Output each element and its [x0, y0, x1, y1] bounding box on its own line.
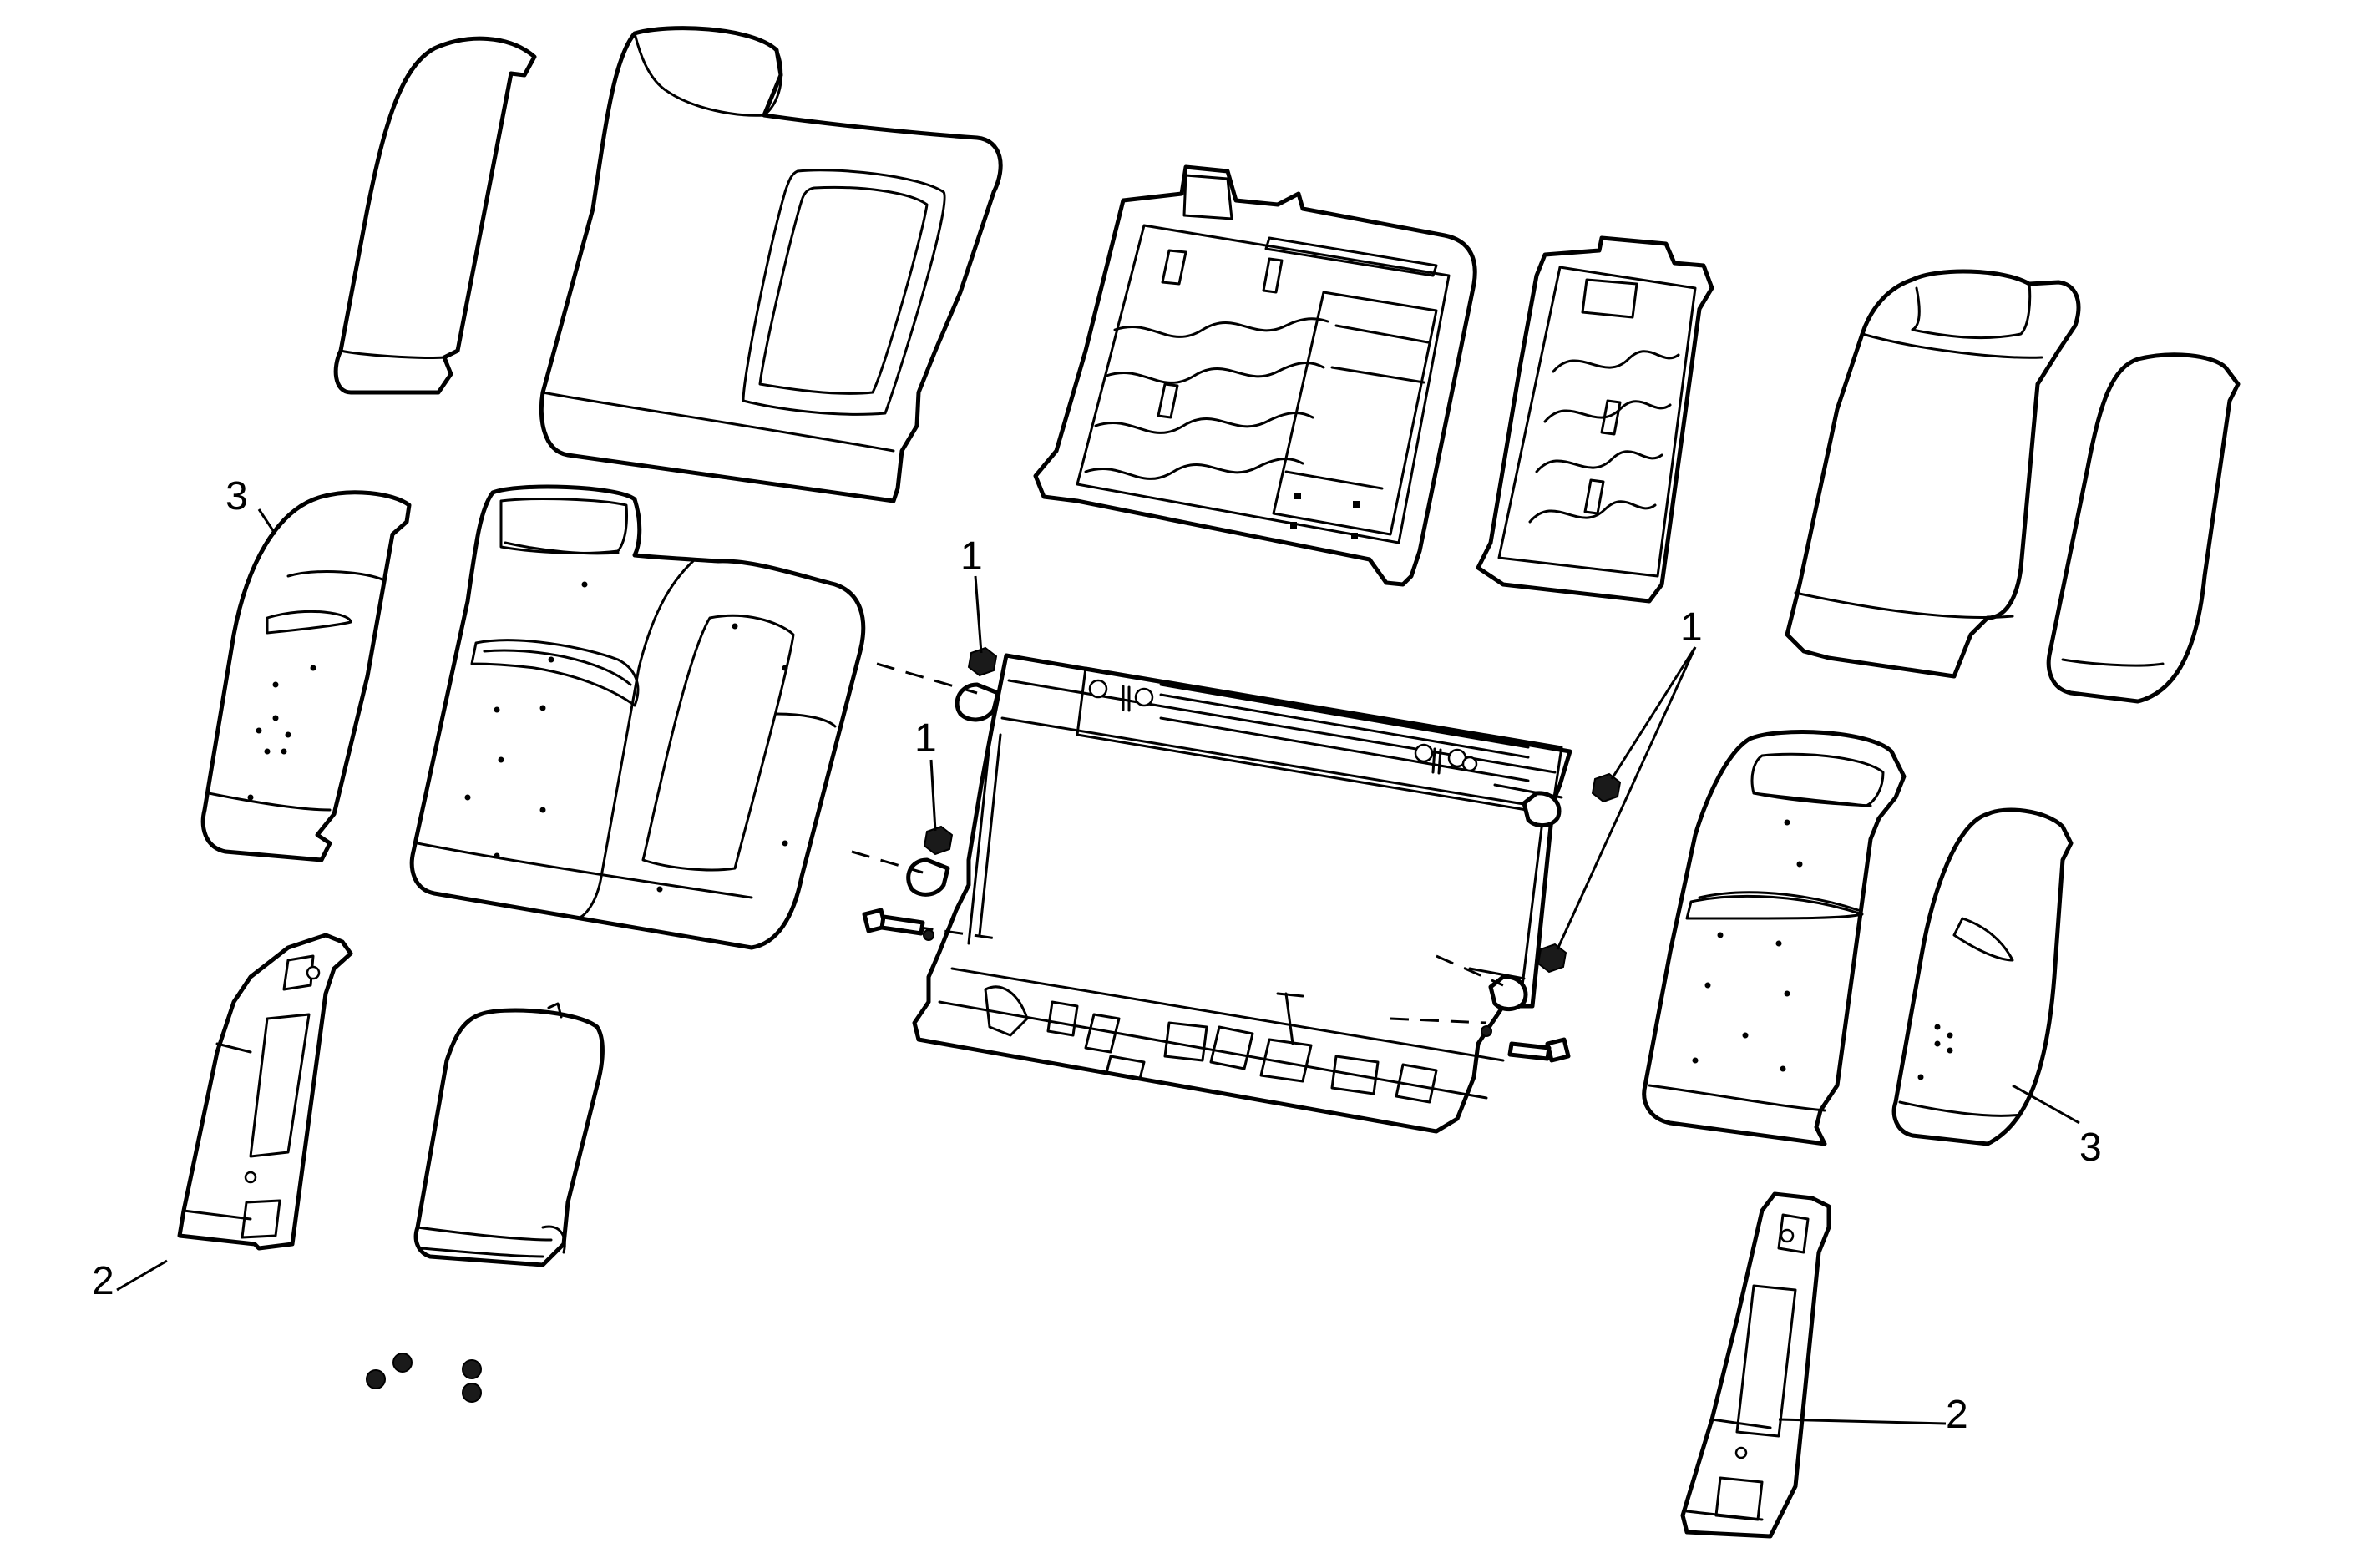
callout-3-left: 3: [225, 474, 248, 518]
left-backrest-side-cover: [333, 36, 537, 395]
left-backrest-cover: [539, 26, 1003, 503]
callout-2-right: 2: [1946, 1393, 1968, 1437]
seat-frame: [906, 653, 1572, 1134]
right-bolster-trim-panel: [1680, 1191, 1831, 1539]
callout-1-left: 1: [914, 716, 937, 761]
center-backrest-frame: [1033, 164, 1477, 587]
callout-1-right: 1: [1680, 605, 1703, 650]
fastener-alignment-lines: [851, 662, 1504, 1024]
right-bolster-pad: [1891, 807, 2074, 1146]
nuts-and-bolts: [862, 646, 1622, 1063]
right-backrest-pad: [1642, 730, 1907, 1146]
right-backrest-side-cover: [2046, 352, 2241, 704]
left-backrest-pad: [409, 484, 866, 950]
callout-1-top: 1: [960, 534, 983, 579]
callout-2-left: 2: [92, 1259, 114, 1303]
armrest: [413, 1002, 605, 1267]
callout-3-right: 3: [2079, 1126, 2102, 1170]
right-backrest-frame: [1476, 235, 1714, 604]
retainer-clips: [366, 1353, 482, 1403]
left-bolster-trim-panel: [177, 933, 353, 1251]
left-bolster-pad: [200, 490, 412, 862]
leader-lines: [116, 508, 2080, 1425]
right-backrest-cover: [1785, 269, 2081, 679]
